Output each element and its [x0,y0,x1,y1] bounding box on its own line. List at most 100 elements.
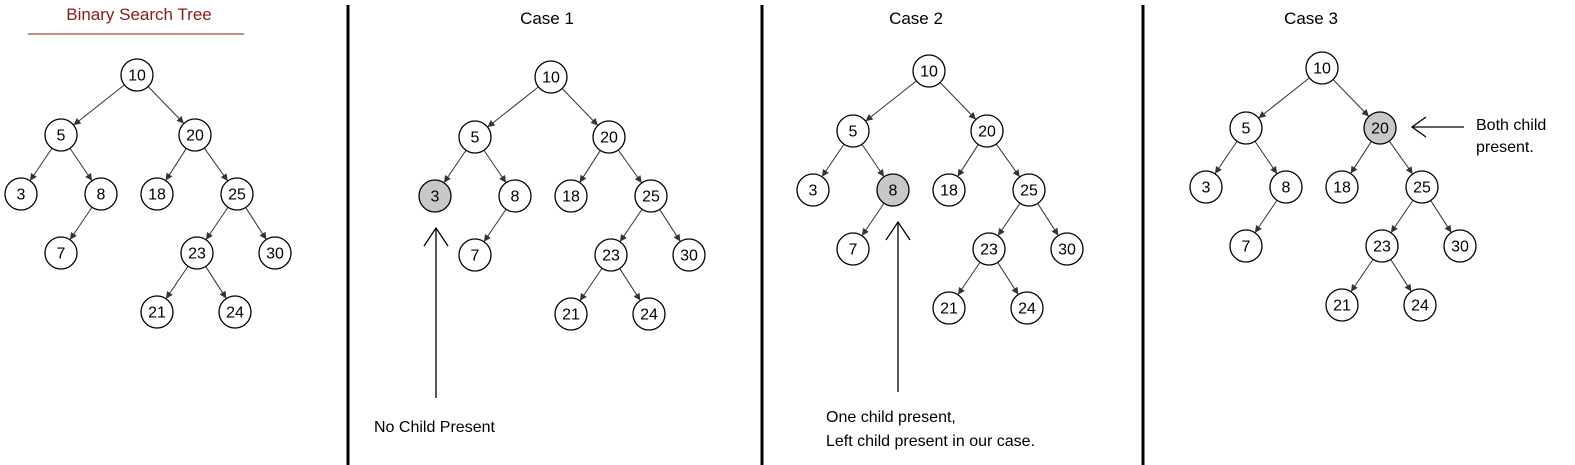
edge-arrowhead-20-18 [957,168,965,177]
tree-node-circle [458,238,492,272]
tree-node-circle [218,295,252,329]
edge-arrowhead-5-3 [29,172,37,181]
tree-node-label: 21 [1333,298,1351,315]
tree-node-circle [120,58,154,92]
edge-arrowhead-25-23 [1390,224,1398,233]
tree-node-label: 5 [471,130,480,147]
tree-node-label: 24 [1411,298,1429,315]
tree-node-circle [634,179,668,213]
tree-node-label: 3 [1202,180,1211,197]
edge-arrowhead-23-21 [1350,283,1358,292]
tree-node-label: 8 [1282,180,1291,197]
tree-node-circle [1269,170,1303,204]
edge-arrowhead-5-8 [85,172,93,181]
tree-node-circle [458,120,492,154]
edge-arrowhead-10-20 [176,116,184,124]
tree-node-label: 23 [1373,239,1391,256]
tree-node-circle [84,177,118,211]
tree-node-label: 7 [471,248,480,265]
edge-arrowhead-5-3 [1214,165,1222,174]
tree-node-circle [1305,51,1339,85]
tree-node-label: 23 [188,246,206,263]
edge-10-20 [561,88,599,126]
tree-node-circle [632,297,666,331]
edge-arrowhead-23-21 [957,286,965,295]
tree-node-circle [1229,229,1263,263]
edge-arrowhead-5-8 [499,174,507,183]
tree-node-label: 24 [640,307,658,324]
tree-node-label: 30 [266,246,284,263]
tree-node-circle [498,179,532,213]
edge-arrowhead-23-21 [165,290,173,299]
tree-node-circle [4,177,38,211]
panel-title-case-1: Case 1 [520,9,574,28]
edge-10-20 [147,86,185,124]
tree-node-label: 7 [849,242,858,259]
tree-node-circle [140,177,174,211]
tree-node-circle [1325,288,1359,322]
tree-node-label: 10 [542,70,560,87]
edge-arrowhead-23-21 [579,292,587,301]
tree-node-label: 30 [1058,242,1076,259]
edge-arrowhead-10-5 [487,120,496,128]
tree-node-label: 3 [17,187,26,204]
tree-node-label: 25 [642,189,660,206]
tree-node-label: 20 [978,124,996,141]
edge-arrowhead-5-8 [1270,165,1278,174]
tree-node-circle [554,179,588,213]
tree-node-circle [1189,170,1223,204]
tree-node-circle [1405,170,1439,204]
tree-node-circle [534,60,568,94]
tree-node-label: 3 [809,183,818,200]
tree-node-circle [44,236,78,270]
edge-arrowhead-8-7 [69,231,77,240]
edge-arrowhead-25-30 [1051,227,1059,236]
tree-node-circle [140,295,174,329]
edge-arrowhead-10-20 [1361,109,1369,117]
edge-arrowhead-8-7 [861,227,869,236]
tree-node-circle [594,238,628,272]
tree-node-label: 8 [511,189,520,206]
edge-arrowhead-20-18 [579,174,587,183]
edge-arrowhead-10-20 [968,112,976,120]
edge-10-5 [865,80,917,122]
tree-node-circle [836,114,870,148]
tree-node-circle [178,118,212,152]
case-1-pointer-head [423,226,449,247]
edge-arrowhead-25-30 [1444,224,1452,233]
case-2-note-line-2: Left child present in our case. [826,433,1035,450]
tree-node-circle [1325,170,1359,204]
tree-node-circle [836,232,870,266]
edge-arrowhead-20-18 [165,172,173,181]
edge-10-20 [939,82,977,120]
panel-title-bst: Binary Search Tree [66,5,212,24]
tree-node-label: 24 [226,305,244,322]
tree-node-label: 20 [186,128,204,145]
edge-arrowhead-8-7 [483,233,491,242]
edge-arrowhead-25-23 [619,233,627,242]
case-3-note-line-2: present. [1476,139,1534,156]
tree-node-circle [258,236,292,270]
tree-node-label: 20 [1371,121,1389,138]
tree-node-circle [672,238,706,272]
tree-node-label: 5 [1242,121,1251,138]
edge-arrowhead-10-5 [1258,111,1267,119]
tree-node-circle [1050,232,1084,266]
case-3-note-line-1: Both child [1476,117,1546,134]
case-3-pointer-head [1410,116,1427,138]
tree-node-label: 7 [1242,239,1251,256]
edge-arrowhead-25-23 [997,227,1005,236]
tree-node-circle [970,114,1004,148]
tree-node-label: 24 [1018,301,1036,318]
tree-node-label: 3 [431,189,440,206]
tree-node-circle [1365,229,1399,263]
tree-node-circle [592,120,626,154]
edge-arrowhead-10-20 [590,118,598,126]
tree-node-label: 18 [1333,180,1351,197]
tree-node-circle [932,173,966,207]
edge-arrowhead-23-24 [1404,283,1412,292]
